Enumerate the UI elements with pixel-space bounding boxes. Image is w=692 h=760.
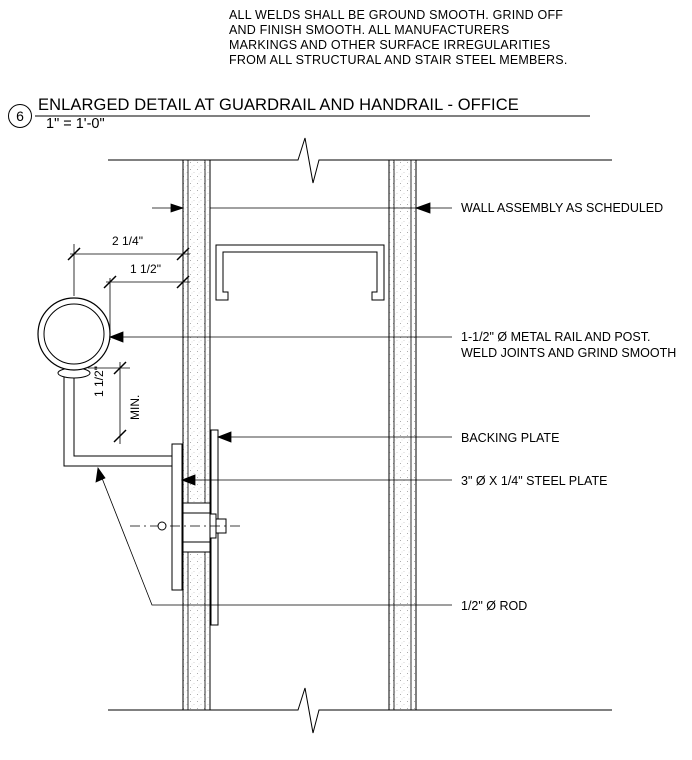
callout-wall-assembly: WALL ASSEMBLY AS SCHEDULED [461,201,664,215]
bottom-break-line [108,687,612,734]
dimension-outer [67,244,190,296]
rod-end [157,521,167,531]
dimension-outer-label: 2 1/4" [112,234,143,248]
handrail-pipe-inner [43,303,105,365]
leader-wall [152,202,452,214]
callout-steel-plate: 3" Ø X 1/4" STEEL PLATE [461,474,608,488]
detail-title: ENLARGED DETAIL AT GUARDRAIL AND HANDRAI… [38,96,519,114]
left-wall-board [182,160,211,710]
note-line-1: ALL WELDS SHALL BE GROUND SMOOTH. GRIND … [229,8,564,22]
bolt-assembly [182,502,227,553]
handrail-bracket [63,376,173,467]
dimension-inner [103,275,190,340]
note-line-3: MARKINGS AND OTHER SURFACE IRREGULARITIE… [229,38,551,52]
note-line-2: AND FINISH SMOOTH. ALL MANUFACTURERS [229,23,510,37]
general-note: ALL WELDS SHALL BE GROUND SMOOTH. GRIND … [229,8,568,68]
callout-rail-line-1: 1-1/2" Ø METAL RAIL AND POST. [461,330,651,344]
callout-rod: 1/2" Ø ROD [461,599,528,613]
leader-steel-plate [180,474,452,486]
dimension-inner-label: 1 1/2" [130,262,161,276]
leader-backing [216,431,452,443]
callout-backing-plate: BACKING PLATE [461,431,560,445]
leader-rail [108,331,452,343]
dimension-clearance [88,361,130,444]
right-wall-board [388,160,417,710]
metal-stud [215,244,385,301]
leader-rod [95,466,452,606]
top-break-line [108,137,612,184]
dimension-clearance-label: 1 1/2" [92,366,106,397]
note-line-4: FROM ALL STRUCTURAL AND STAIR STEEL MEMB… [229,53,568,67]
detail-number: 6 [8,104,32,128]
steel-plate [171,443,183,591]
detail-scale: 1" = 1'-0" [46,116,105,132]
dimension-min-label: MIN. [128,394,142,420]
callout-rail-line-2: WELD JOINTS AND GRIND SMOOTH [461,346,677,360]
